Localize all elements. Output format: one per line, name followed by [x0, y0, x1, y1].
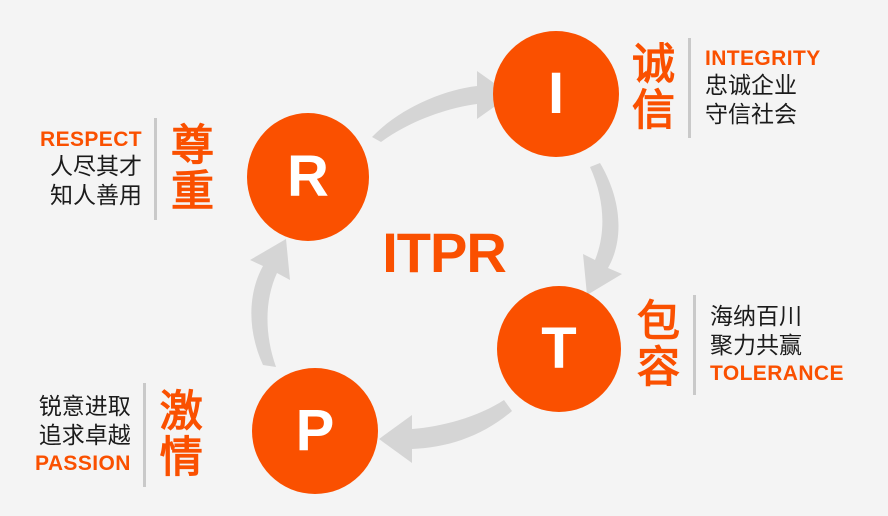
respect-cn-line1: 人尽其才: [50, 154, 142, 181]
tolerance-cn-line2: 聚力共赢: [710, 332, 802, 359]
respect-english: RESPECT: [40, 127, 142, 151]
respect-big-cn-char2: 重: [171, 167, 214, 217]
tolerance-big-cn-char1: 包: [637, 296, 680, 347]
node-letter-i: I: [547, 61, 565, 126]
integrity-cn-line2: 守信社会: [705, 102, 797, 129]
label-group-respect: RESPECT 人尽其才 知人善用 尊 重: [40, 118, 214, 220]
integrity-english: INTEGRITY: [705, 46, 821, 70]
label-group-integrity: 诚 信 INTEGRITY 忠诚企业 守信社会: [632, 38, 821, 138]
node-circle-tolerance[interactable]: T: [497, 286, 621, 412]
passion-description: 锐意进取 追求卓越 PASSION: [35, 393, 131, 477]
passion-big-cn: 激 情: [159, 386, 203, 483]
integrity-divider: [688, 38, 691, 138]
respect-big-cn: 尊 重: [171, 120, 214, 217]
passion-cn-line1: 锐意进取: [38, 393, 131, 420]
arrow-p-to-r-icon: [250, 239, 290, 367]
arrow-i-to-t-icon: [583, 163, 622, 295]
integrity-big-cn-char1: 诚: [632, 39, 675, 90]
passion-cn-line2: 追求卓越: [38, 422, 131, 449]
integrity-description: INTEGRITY 忠诚企业 守信社会: [705, 46, 821, 130]
integrity-big-cn: 诚 信: [632, 39, 675, 136]
label-group-passion: 锐意进取 追求卓越 PASSION 激 情: [35, 383, 203, 487]
tolerance-big-cn: 包 容: [637, 296, 680, 393]
respect-description: RESPECT 人尽其才 知人善用: [40, 127, 142, 211]
tolerance-english: TOLERANCE: [710, 361, 844, 385]
integrity-cn-line1: 忠诚企业: [705, 73, 797, 100]
node-circle-passion[interactable]: P: [252, 368, 378, 494]
respect-big-cn-char1: 尊: [171, 120, 214, 171]
tolerance-divider: [693, 295, 696, 395]
node-letter-r: R: [287, 144, 329, 209]
tolerance-big-cn-char2: 容: [637, 343, 680, 393]
passion-big-cn-char1: 激: [159, 386, 203, 437]
node-letter-t: T: [541, 316, 577, 381]
arrow-t-to-p-icon: [379, 400, 512, 463]
respect-cn-line2: 知人善用: [50, 183, 142, 210]
passion-big-cn-char2: 情: [159, 433, 203, 483]
passion-english: PASSION: [35, 451, 131, 475]
tolerance-description: 海纳百川 聚力共赢 TOLERANCE: [710, 303, 844, 387]
label-group-tolerance: 包 容 海纳百川 聚力共赢 TOLERANCE: [637, 295, 844, 395]
node-circle-integrity[interactable]: I: [493, 31, 619, 157]
arrow-r-to-i-icon: [372, 71, 511, 142]
respect-divider: [154, 118, 157, 220]
center-wordmark: ITPR: [382, 221, 507, 284]
integrity-big-cn-char2: 信: [632, 86, 675, 136]
node-letter-p: P: [295, 398, 335, 463]
passion-divider: [142, 383, 146, 487]
tolerance-cn-line1: 海纳百川: [710, 303, 802, 330]
node-circle-respect[interactable]: R: [247, 113, 369, 241]
